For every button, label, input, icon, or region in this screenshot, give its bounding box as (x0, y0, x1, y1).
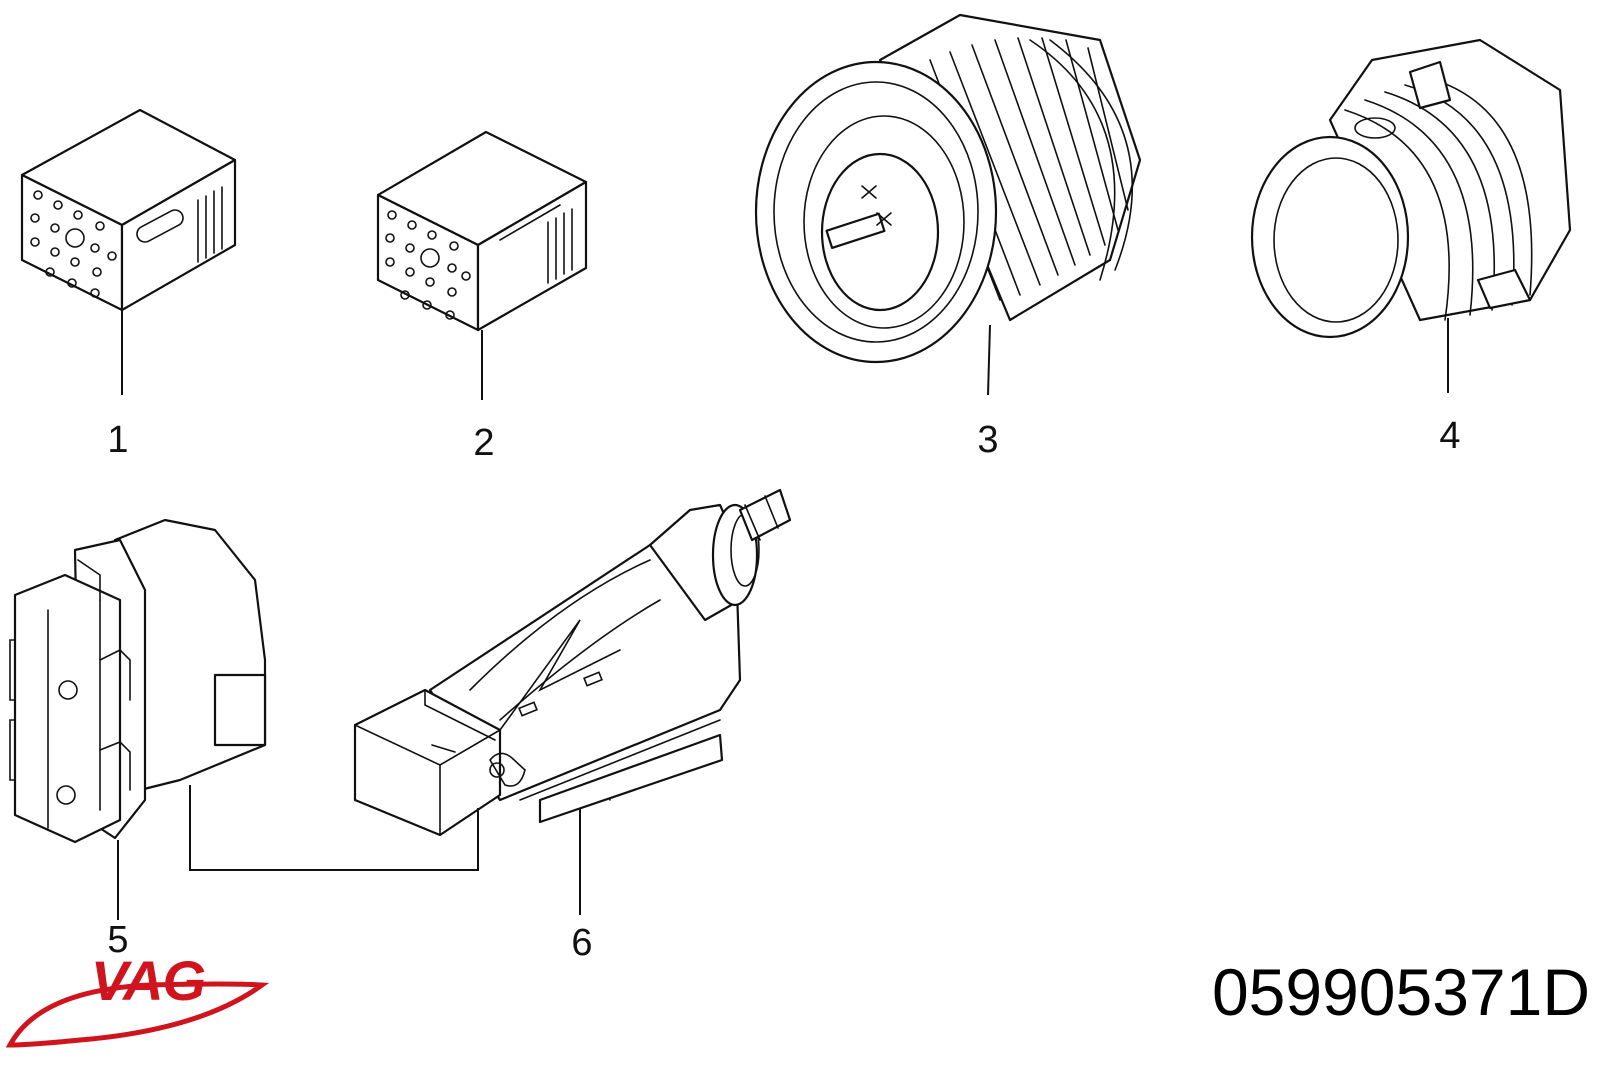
callout-2: 2 (473, 422, 494, 464)
callout-6: 6 (571, 922, 592, 964)
part-2-connector-housing (376, 130, 588, 332)
callout-3: 3 (977, 419, 998, 461)
callout-1: 1 (107, 419, 128, 461)
part-6-long-connector (353, 488, 792, 837)
assembly-bracket-line (189, 785, 479, 871)
part-3-round-connector (754, 13, 1142, 364)
brand-logo: VAG (5, 949, 270, 1048)
brand-logo-text: VAG (91, 949, 205, 1012)
part-number: 059905371D (1212, 955, 1590, 1029)
callout-5: 5 (107, 919, 128, 961)
part-5-control-module (9, 518, 267, 844)
leader-line-3 (987, 324, 991, 396)
part-4-threaded-sleeve (1250, 38, 1572, 339)
part-1-connector-housing (20, 108, 237, 312)
callout-4: 4 (1439, 415, 1460, 457)
